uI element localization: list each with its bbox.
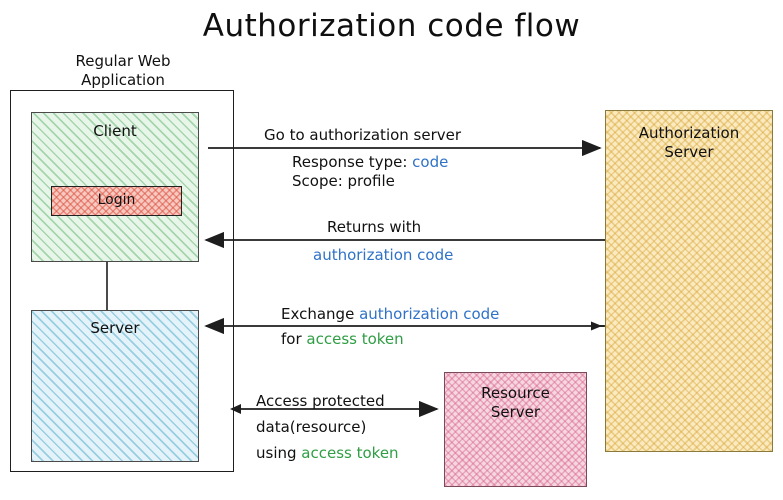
flow-exchange-above: Exchange authorization code [281,305,499,324]
regular-web-application-caption: Regular Web Application [8,52,238,90]
app-caption-line2: Application [81,71,165,89]
flow-response-type-value: code [412,153,449,171]
regular-web-application-frame [10,90,234,472]
flow-access-line3-value: access token [301,444,399,462]
flow-response-type-prefix: Response type: [292,153,413,171]
arrowhead-access-left [230,404,241,414]
resource-server-box[interactable] [444,372,587,487]
flow-access-line3-prefix: using [256,444,302,462]
flow-exchange-above-value: authorization code [359,305,500,323]
flow-go-to-auth-below: Response type: code Scope: profile [292,153,448,191]
flow-returns-with-below: authorization code [313,246,454,264]
flow-exchange-below: for access token [281,330,404,349]
page-title: Authorization code flow [202,8,581,44]
login-button-box[interactable] [51,186,182,216]
flow-response-type-line: Response type: code [292,153,448,172]
arrowhead-exchange-into-auth [591,321,602,331]
flow-scope-line: Scope: profile [292,172,395,190]
flow-access-line2: data(resource) [256,418,367,436]
flow-go-to-auth-above: Go to authorization server [264,126,462,144]
app-caption-line1: Regular Web [75,52,171,70]
flow-exchange-below-prefix: for [281,330,307,348]
flow-access-line3: using access token [256,444,399,463]
authorization-server-box[interactable] [605,110,773,452]
flow-returns-with-above: Returns with [327,218,422,236]
server-box[interactable] [31,310,199,462]
flow-exchange-below-value: access token [306,330,404,348]
flow-access-line1: Access protected [256,392,385,410]
flow-exchange-above-prefix: Exchange [281,305,360,323]
